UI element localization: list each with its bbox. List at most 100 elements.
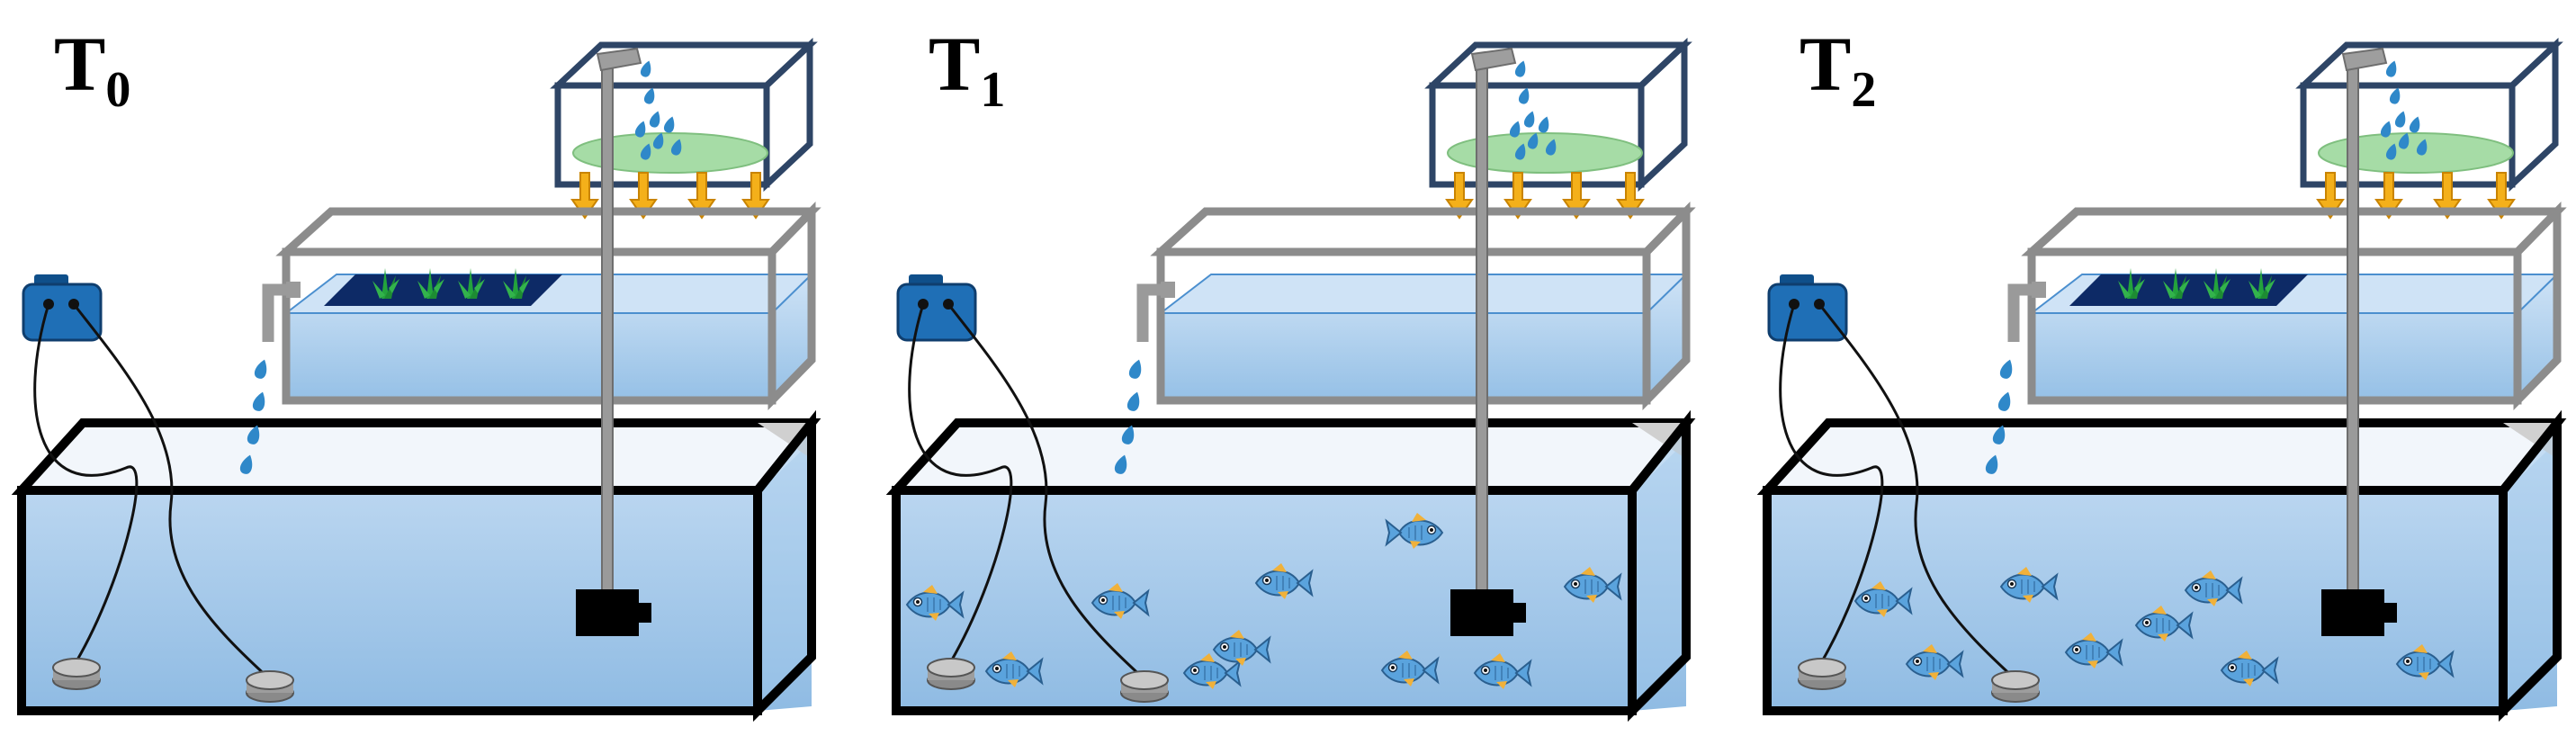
fish-tank-side-frame: [2499, 409, 2562, 723]
light-disc: [2318, 132, 2514, 174]
sensor-probe-icon: [1798, 658, 1846, 690]
droplet-icon: [2416, 139, 2428, 156]
grow-bed-side-frame: [1642, 201, 1691, 411]
droplet-icon: [1121, 425, 1135, 444]
fish-tank-icon: [11, 409, 821, 723]
sensor-cable: [1779, 303, 1884, 662]
sensor-probe-icon: [1991, 670, 2040, 703]
fish-icon: [1385, 513, 1444, 549]
fish-icon: [1999, 567, 2059, 603]
light-box-icon: [1424, 37, 1692, 220]
plant-icon: [372, 268, 399, 299]
fish-icon: [1853, 581, 1913, 617]
droplet-icon: [1999, 359, 2013, 379]
droplet-icon: [640, 143, 651, 160]
light-box-icon: [550, 37, 818, 220]
droplet-icon: [1527, 132, 1539, 149]
droplet-icon: [649, 111, 660, 128]
lamp-droplets: [1509, 60, 1557, 160]
droplet-icon: [1997, 391, 2011, 411]
sensor-box-icon: [22, 274, 103, 342]
droplet-icon: [640, 60, 651, 77]
fish-icon: [984, 651, 1044, 687]
sensor-cable: [33, 303, 139, 662]
outlet-droplets: [239, 359, 267, 474]
fish-icon: [2134, 606, 2194, 642]
sensor-probe-icon: [1120, 670, 1169, 703]
panel-label: T1: [929, 21, 1005, 118]
plant-icon: [2204, 268, 2230, 299]
grow-bed-water-surface: [1158, 274, 1689, 314]
grow-bed-icon: [1150, 201, 1696, 411]
fish-icon: [1380, 651, 1440, 687]
pipe-nozzle: [1470, 47, 1517, 72]
plant-icon: [458, 268, 485, 299]
fish-icon: [1091, 583, 1150, 619]
grow-bed-icon: [2021, 201, 2567, 411]
droplet-icon: [652, 132, 664, 149]
plant-icon: [2248, 268, 2275, 299]
riser-pipe: [2347, 62, 2359, 595]
fish-tank-top: [11, 418, 821, 495]
droplet-icon: [670, 139, 682, 156]
droplet-icon: [1985, 454, 1998, 474]
droplet-icon: [634, 121, 646, 138]
raft: [2069, 274, 2308, 306]
droplet-icon: [663, 116, 675, 133]
pipe-nozzle: [2341, 47, 2388, 72]
sensor-cable: [72, 303, 272, 681]
panel-t0: T0: [11, 21, 821, 723]
droplet-icon: [1523, 111, 1535, 128]
fish-icon: [905, 585, 965, 621]
fish-tank-water: [22, 441, 812, 711]
panel-label: T0: [54, 21, 130, 118]
droplet-icon: [1545, 139, 1557, 156]
droplet-icon: [1538, 116, 1549, 133]
pump-icon: [2321, 589, 2397, 636]
droplet-icon: [1992, 425, 2006, 444]
droplet-icon: [254, 359, 267, 379]
fish-icon: [1473, 653, 1532, 689]
fish-tank-water: [1767, 441, 2557, 711]
fish-group: [905, 513, 1622, 689]
sensor-cable: [908, 303, 1013, 662]
plant-icon: [417, 268, 444, 299]
droplet-icon: [1126, 391, 1140, 411]
droplet-icon: [1114, 454, 1127, 474]
sensor-probe-icon: [246, 670, 294, 703]
droplet-icon: [1514, 143, 1526, 160]
riser-pipe: [601, 62, 614, 595]
droplet-icon: [2409, 116, 2420, 133]
droplet-icon: [2398, 132, 2410, 149]
fish-icon: [1212, 630, 1271, 666]
panel-t2: T2: [1756, 21, 2567, 723]
grow-bed-icon: [275, 201, 821, 411]
riser-pipe: [1476, 62, 1488, 595]
fish-icon: [1563, 567, 1622, 603]
fish-tank-side-frame: [1628, 409, 1691, 723]
droplet-icon: [1128, 359, 1142, 379]
fish-group: [1853, 567, 2455, 687]
pump-icon: [576, 589, 651, 636]
fish-icon: [2395, 644, 2455, 680]
light-box-icon: [2295, 37, 2563, 220]
droplet-icon: [2385, 60, 2397, 77]
droplet-icon: [643, 87, 655, 104]
light-disc: [1447, 132, 1643, 174]
droplet-icon: [2394, 111, 2406, 128]
plant-icon: [2163, 268, 2190, 299]
fish-icon: [1905, 644, 1964, 680]
droplet-icon: [247, 425, 260, 444]
droplet-icon: [1518, 87, 1530, 104]
sensor-probe-icon: [927, 658, 975, 690]
droplet-icon: [1509, 121, 1521, 138]
fish-icon: [2184, 570, 2243, 606]
fish-tank-side-frame: [753, 409, 816, 723]
sensor-cable: [947, 303, 1146, 681]
fish-tank-top: [1756, 418, 2567, 495]
droplet-icon: [239, 454, 253, 474]
droplet-icon: [2380, 121, 2392, 138]
outlet-droplets: [1985, 359, 2013, 474]
fish-icon: [2064, 633, 2123, 669]
